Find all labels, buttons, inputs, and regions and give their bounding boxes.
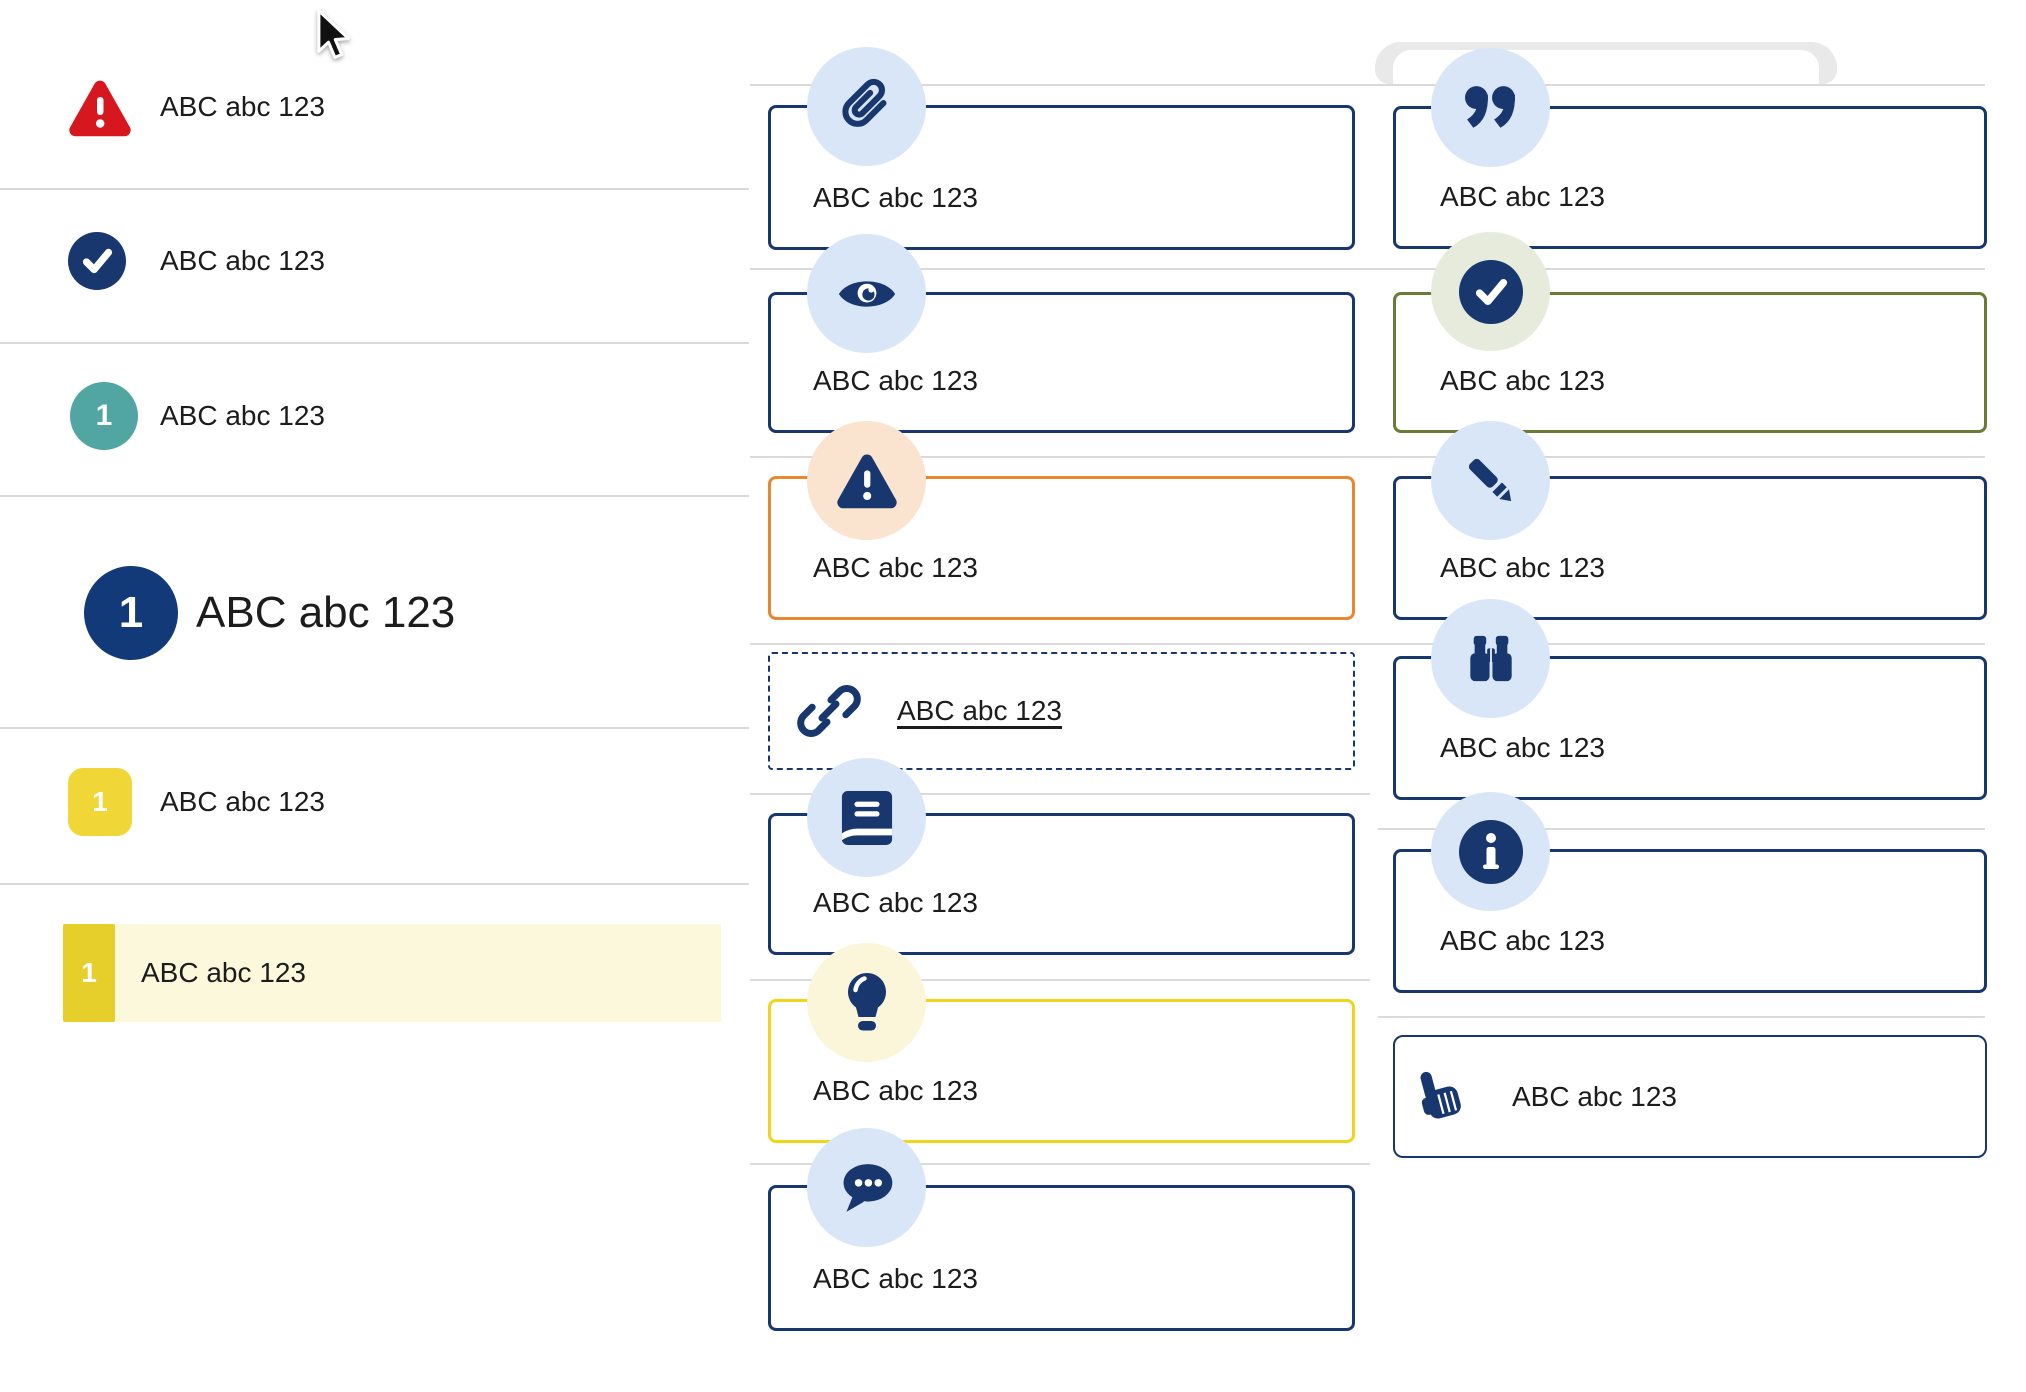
eye-icon (807, 234, 926, 353)
card-label: ABC abc 123 (813, 182, 978, 213)
card-label: ABC abc 123 (1440, 365, 1605, 396)
card-link-text[interactable]: ABC abc 123 (897, 695, 1062, 726)
warning-icon (807, 421, 926, 540)
divider (1378, 1016, 1985, 1018)
divider (750, 793, 1370, 795)
highlighted-row (63, 924, 721, 1022)
quote-icon (1431, 48, 1550, 167)
card-label: ABC abc 123 (813, 365, 978, 396)
warning-triangle-icon (68, 76, 132, 140)
list-item-label: ABC abc 123 (141, 957, 306, 988)
card-reference[interactable]: ABC abc 123 (768, 813, 1355, 955)
divider (0, 727, 749, 729)
card-label: ABC abc 123 (1440, 181, 1605, 212)
card-label: ABC abc 123 (813, 887, 978, 918)
divider (750, 84, 1985, 86)
number-badge-yellow: 1 (68, 768, 132, 836)
check-icon (1431, 232, 1550, 351)
chat-icon (807, 1128, 926, 1247)
card-info[interactable]: ABC abc 123 (1393, 849, 1987, 993)
number-badge-large: 1 (84, 566, 178, 660)
card-label: ABC abc 123 (1512, 1080, 1677, 1112)
pencil-icon (1431, 421, 1550, 540)
book-icon (807, 758, 926, 877)
card-label: ABC abc 123 (813, 1263, 978, 1294)
card-label: ABC abc 123 (1440, 925, 1605, 956)
mouse-cursor-icon (315, 8, 351, 65)
number-badge-yellow: 1 (63, 924, 115, 1022)
divider (0, 883, 749, 885)
lightbulb-icon (807, 943, 926, 1062)
paperclip-icon (807, 47, 926, 166)
card-action[interactable]: ABC abc 123 (1393, 1035, 1987, 1158)
card-edit[interactable]: ABC abc 123 (1393, 476, 1987, 620)
list-item-label: ABC abc 123 (160, 91, 325, 122)
link-icon (797, 679, 861, 743)
binoculars-icon (1431, 599, 1550, 718)
hand-pointer-icon (1413, 1068, 1465, 1126)
list-item-label: ABC abc 123 (160, 245, 325, 276)
info-icon (1431, 792, 1550, 911)
card-label: ABC abc 123 (813, 1075, 978, 1106)
list-item-label: ABC abc 123 (160, 786, 325, 817)
card-label: ABC abc 123 (1440, 552, 1605, 583)
number-badge: 1 (70, 382, 138, 450)
divider (1378, 828, 1985, 830)
divider (0, 188, 749, 190)
divider (750, 979, 1370, 981)
check-circle-icon (68, 232, 126, 290)
card-label: ABC abc 123 (1440, 732, 1605, 763)
card-attachment[interactable]: ABC abc 123 (768, 105, 1355, 250)
card-label: ABC abc 123 (813, 552, 978, 583)
divider (750, 268, 1985, 270)
divider (0, 495, 749, 497)
divider (0, 342, 749, 344)
list-item-label: ABC abc 123 (160, 400, 325, 431)
list-item-label: ABC abc 123 (196, 588, 456, 637)
divider (750, 456, 1985, 458)
card-link[interactable]: ABC abc 123 (768, 652, 1355, 770)
divider (750, 643, 1985, 645)
divider (750, 1163, 1370, 1165)
